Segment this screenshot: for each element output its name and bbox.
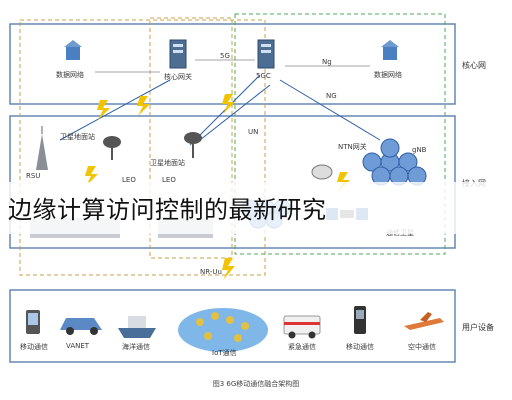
ambulance-icon: [283, 315, 321, 339]
ntn-gateway-dish-icon: [311, 164, 333, 180]
bolt-icon-1: [97, 100, 110, 120]
access-ntn-gateway-label: NTN网关: [338, 143, 367, 151]
gnb-cell-grid: [362, 138, 427, 186]
core-right-network-label: 数据网络: [374, 71, 402, 79]
car-icon: [60, 318, 102, 335]
access-sat-station-1-label: 卫星地面站: [60, 133, 95, 141]
data-network-icon-left: [64, 40, 82, 60]
device-iot-label: IoT通信: [212, 349, 237, 357]
core-sgc-label: 5GC: [256, 72, 271, 80]
access-gnb-label: gNB: [412, 146, 427, 154]
user-device-frame: [9, 289, 456, 363]
bolt-icon-4: [85, 166, 98, 186]
layer-label-user: 用户设备: [462, 323, 494, 332]
bolt-icon-2: [137, 96, 150, 116]
link-diag-3: [279, 79, 381, 141]
rsu-tower-icon: [36, 126, 48, 170]
access-sat-station-2-label: 卫星地面站: [150, 159, 185, 167]
overlay-title: 边缘计算访问控制的最新研究: [8, 196, 327, 224]
device-ship-label: 海洋通信: [122, 343, 150, 351]
bolt-icon-3: [222, 94, 235, 114]
core-gateway-server-icon: [169, 39, 187, 69]
link-diag-1: [59, 79, 171, 141]
core-gateway-label: 核心网关: [164, 73, 192, 81]
device-plane-label: 空中通信: [408, 343, 436, 351]
title-overlay-band: [0, 182, 512, 234]
ship-icon: [118, 316, 156, 338]
satellite-dish-icon-1: [103, 136, 121, 160]
data-network-icon-right: [381, 40, 399, 60]
device-handset-label: 移动通信: [346, 343, 374, 351]
access-leo-2-label: LEO: [162, 176, 176, 184]
mobile-phone-icon: [26, 310, 40, 334]
figure-caption: 图3 6G移动通信融合架构图: [212, 380, 300, 388]
access-rsu-label: RSU: [26, 172, 41, 180]
link-label-ng: NG: [326, 92, 337, 100]
link-label-nr-uu: NR-Uu: [200, 268, 222, 276]
device-car-label: VANET: [66, 342, 90, 350]
link-diag-2: [199, 84, 271, 141]
satellite-dish-icon-2: [184, 132, 202, 158]
link-label-core-right: Ng: [322, 58, 332, 66]
link-label-un: UN: [248, 128, 259, 136]
sgc-server-icon: [257, 39, 275, 69]
dashed-region-right: [234, 13, 446, 255]
layer-label-core: 核心网: [462, 61, 486, 70]
handset-icon: [354, 306, 366, 334]
link-label-core-mid: 5G: [220, 52, 230, 60]
device-ambulance-label: 紧急通信: [288, 343, 316, 351]
core-left-network-label: 数据网络: [56, 71, 84, 79]
iot-sensor-cluster: [178, 308, 268, 352]
dashed-region-left: [19, 19, 266, 276]
airplane-icon: [404, 312, 444, 330]
bolt-icon-5: [222, 258, 235, 280]
device-phone-label: 移动通信: [20, 343, 48, 351]
access-leo-1-label: LEO: [122, 176, 136, 184]
